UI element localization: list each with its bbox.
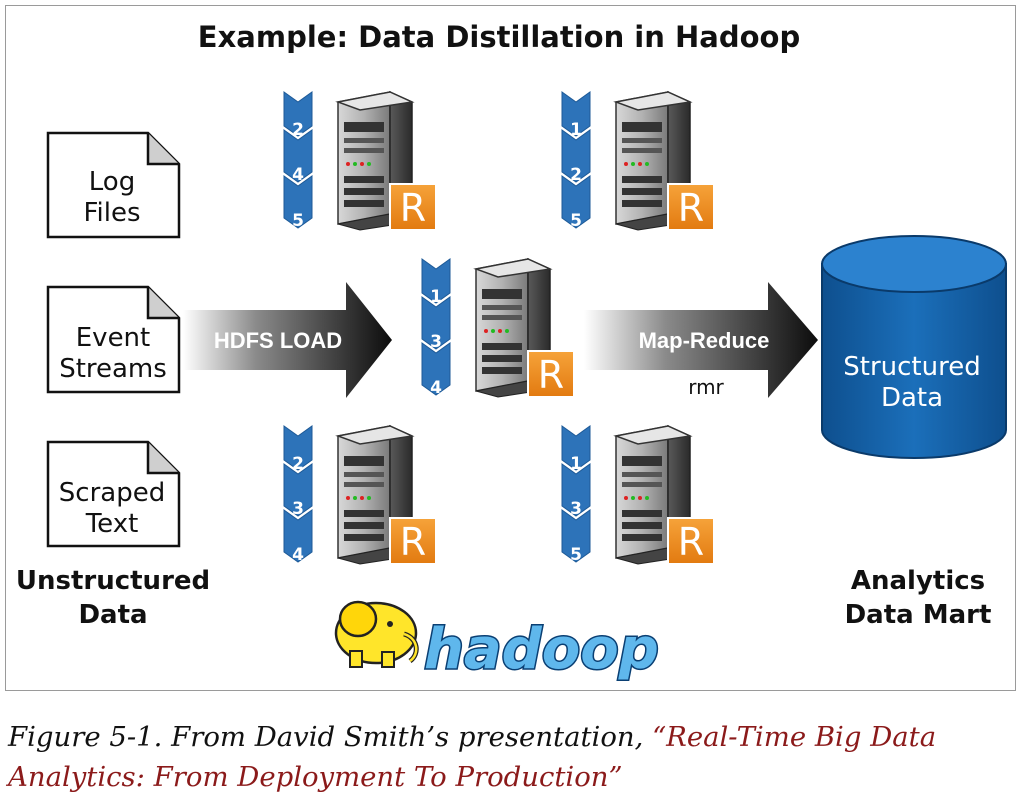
r-logo-icon: R: [389, 183, 437, 231]
database-label-line2: Data: [881, 383, 943, 413]
figure-caption: Figure 5-1. From David Smith’s presentat…: [8, 717, 1014, 797]
hadoop-wordmark: hadoop: [424, 617, 659, 682]
block-chevron-strip: [283, 425, 313, 563]
block-number: 2: [292, 120, 304, 140]
block-number: 1: [570, 454, 582, 474]
arrow-icon: [183, 282, 392, 398]
block-number: 3: [292, 499, 304, 519]
unstructured-label-line1: Unstructured: [16, 566, 210, 596]
source-label-line1: Event: [76, 323, 150, 353]
r-logo-icon: R: [667, 517, 715, 565]
hadoop-logo: hadoop: [334, 600, 660, 684]
block-number: 4: [292, 165, 304, 185]
source-log-files: Log Files: [46, 131, 181, 239]
database-label-line1: Structured: [843, 352, 980, 382]
cluster-node: 1 2 5 R: [561, 91, 715, 231]
block-number: 1: [570, 120, 582, 140]
hdfs-load-arrow: HDFS LOAD: [183, 282, 392, 398]
cluster-node: 2 4 5 R: [283, 91, 437, 231]
map-reduce-arrow: Map-Reduce rmr: [584, 282, 818, 399]
block-chevron-strip: [561, 425, 591, 563]
svg-text:R: R: [678, 186, 704, 230]
block-number: 3: [570, 499, 582, 519]
block-chevron-strip: [561, 91, 591, 229]
document-icon: [46, 131, 181, 239]
source-scraped-text: Scraped Text: [46, 440, 181, 548]
diagram-title: Example: Data Distillation in Hadoop: [198, 20, 800, 54]
block-number: 5: [292, 211, 304, 231]
cluster-node: 1 3 5 R: [561, 425, 715, 565]
svg-text:R: R: [678, 520, 704, 564]
r-logo-icon: R: [389, 517, 437, 565]
svg-text:R: R: [400, 520, 426, 564]
distillation-diagram: Example: Data Distillation in Hadoop Log…: [16, 20, 1007, 684]
svg-text:R: R: [538, 353, 564, 397]
arrow-icon: [584, 282, 818, 398]
r-logo-icon: R: [527, 350, 575, 398]
cluster-node: 2 3 4 R: [283, 425, 437, 565]
block-number: 2: [292, 454, 304, 474]
source-label-line2: Text: [85, 509, 139, 539]
r-logo-icon: R: [667, 183, 715, 231]
source-label-line1: Scraped: [59, 478, 165, 508]
analytics-label-line1: Analytics: [851, 566, 985, 596]
hadoop-elephant-logo: [334, 600, 419, 668]
caption-presentation-link[interactable]: “Real-Time Big Data Analytics: From Depl…: [8, 721, 937, 793]
block-number: 3: [430, 332, 442, 352]
database-icon: Structured Data: [821, 235, 1007, 459]
block-number: 4: [430, 378, 442, 398]
caption-prefix: Figure 5-1. From David Smith’s presentat…: [8, 721, 653, 753]
source-label-line1: Log: [89, 167, 135, 197]
unstructured-label-line2: Data: [78, 600, 147, 630]
figure-frame: Example: Data Distillation in Hadoop Log…: [5, 5, 1016, 691]
source-event-streams: Event Streams: [46, 285, 181, 394]
hdfs-load-label: HDFS LOAD: [214, 328, 342, 353]
map-reduce-label: Map-Reduce: [639, 328, 770, 353]
block-number: 4: [292, 545, 304, 565]
document-icon: [46, 440, 181, 548]
document-icon: [46, 285, 181, 394]
block-chevron-strip: [421, 258, 451, 396]
block-number: 5: [570, 545, 582, 565]
cluster-node: 1 3 4 R: [421, 258, 575, 398]
block-number: 5: [570, 211, 582, 231]
block-number: 1: [430, 287, 442, 307]
block-chevron-strip: [283, 91, 313, 229]
rmr-label: rmr: [688, 375, 724, 399]
analytics-label-line2: Data Mart: [845, 600, 992, 630]
svg-text:R: R: [400, 186, 426, 230]
source-label-line2: Files: [83, 198, 140, 228]
source-label-line2: Streams: [59, 354, 167, 384]
block-number: 2: [570, 165, 582, 185]
